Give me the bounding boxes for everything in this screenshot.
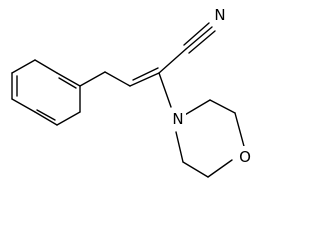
atom-label-amine-n: N: [170, 108, 186, 128]
ring-oxygen-label: O: [239, 148, 251, 166]
structure-canvas: N N O: [11, 6, 254, 178]
morpholine-ring: [175, 99, 246, 178]
phenyl-ring: [11, 59, 81, 126]
atom-label-nitrile-n: N: [212, 6, 228, 24]
nitrile-group: [158, 22, 216, 74]
amine-nitrogen-label: N: [172, 110, 183, 128]
amine-bond: [158, 72, 172, 108]
alkene-chain: [79, 67, 160, 87]
molecule-diagram: N N O: [11, 6, 254, 178]
atom-label-ring-o: O: [236, 146, 254, 166]
nitrile-nitrogen-label: N: [214, 6, 225, 24]
